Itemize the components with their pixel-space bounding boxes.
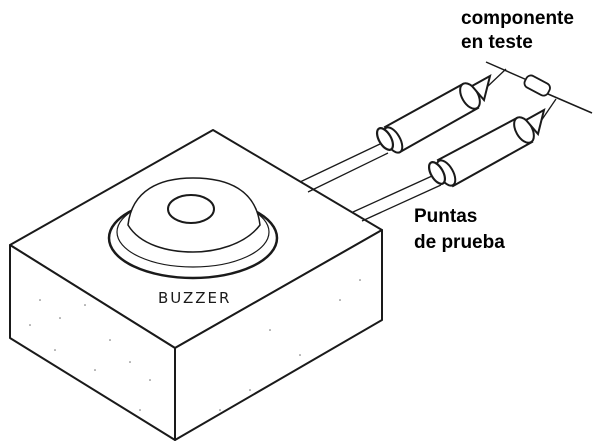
dome-top-center: [167, 194, 215, 224]
buzzer-box: [9, 129, 383, 441]
label-component-line1: componente: [461, 8, 574, 29]
probe-upper: [375, 68, 507, 154]
probe-lower: [427, 98, 557, 188]
probe-lower-tip-cone: [524, 108, 546, 137]
probe-lower-needle: [540, 98, 557, 122]
box-shading: [29, 279, 361, 411]
label-component-line2: en teste: [461, 32, 533, 53]
component-under-test: [485, 61, 593, 114]
component-body: [523, 74, 551, 97]
label-probes-line2: de prueba: [414, 232, 505, 253]
buzzer-label: BUZZER: [158, 289, 231, 307]
label-component: componente en teste: [461, 8, 574, 53]
label-probes-line1: Puntas: [414, 206, 477, 227]
label-probes: Puntas de prueba: [414, 206, 505, 253]
probe-upper-ring: [375, 127, 395, 151]
probe-wires: [299, 143, 442, 222]
buzzer-dome: [107, 177, 279, 280]
probe-upper-needle: [486, 68, 507, 88]
probe-upper-tip-cone: [470, 74, 492, 103]
box-right-face: [174, 229, 383, 441]
probe-lower-ring: [427, 161, 447, 185]
component-lead-right: [547, 93, 593, 114]
component-lead-left: [485, 61, 528, 81]
